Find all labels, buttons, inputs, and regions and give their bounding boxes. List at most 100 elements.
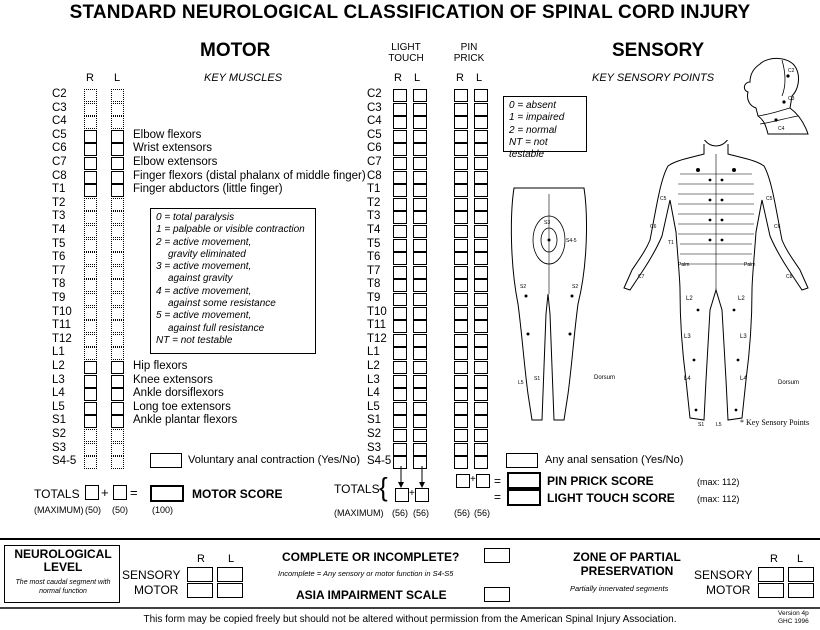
pp-l-box[interactable] — [474, 293, 488, 306]
motor-l-box[interactable] — [111, 170, 124, 184]
pp-l-box[interactable] — [474, 401, 488, 415]
lt-l-box[interactable] — [413, 225, 427, 238]
pp-r-box[interactable] — [454, 442, 468, 456]
zpp-motor-r-box[interactable] — [758, 583, 784, 598]
lt-l-box[interactable] — [413, 320, 427, 334]
lt-l-box[interactable] — [413, 279, 427, 293]
motor-r-box[interactable] — [84, 170, 97, 184]
lt-r-box[interactable] — [393, 252, 407, 266]
pp-r-box[interactable] — [454, 415, 468, 429]
lt-l-box[interactable] — [413, 238, 427, 252]
lt-total-l-box[interactable] — [415, 488, 429, 502]
motor-l-box[interactable] — [111, 401, 124, 415]
lt-l-box[interactable] — [413, 442, 427, 456]
lt-r-box[interactable] — [393, 225, 407, 238]
lt-r-box[interactable] — [393, 361, 407, 374]
zpp-sensory-l-box[interactable] — [788, 567, 814, 582]
pp-r-box[interactable] — [454, 293, 468, 306]
neuro-motor-r-box[interactable] — [187, 583, 213, 598]
pp-l-box[interactable] — [474, 333, 488, 347]
pp-l-box[interactable] — [474, 361, 488, 374]
pp-r-box[interactable] — [454, 347, 468, 361]
lt-r-box[interactable] — [393, 401, 407, 415]
pp-r-box[interactable] — [454, 374, 468, 388]
lt-r-box[interactable] — [393, 197, 407, 211]
lt-l-box[interactable] — [413, 306, 427, 320]
pp-total-l-box[interactable] — [476, 474, 490, 488]
lt-l-box[interactable] — [413, 157, 427, 170]
zpp-sensory-r-box[interactable] — [758, 567, 784, 582]
pp-r-box[interactable] — [454, 265, 468, 279]
pp-l-box[interactable] — [474, 347, 488, 361]
motor-total-l-box[interactable] — [113, 485, 127, 500]
pp-l-box[interactable] — [474, 279, 488, 293]
lt-l-box[interactable] — [413, 265, 427, 279]
lt-r-box[interactable] — [393, 211, 407, 225]
pp-l-box[interactable] — [474, 157, 488, 170]
pp-total-r-box[interactable] — [456, 474, 470, 488]
pp-l-box[interactable] — [474, 265, 488, 279]
lt-l-box[interactable] — [413, 388, 427, 402]
lt-total-r-box[interactable] — [395, 488, 409, 502]
pp-l-box[interactable] — [474, 143, 488, 157]
motor-score-box[interactable] — [150, 485, 184, 502]
lt-r-box[interactable] — [393, 102, 407, 116]
pp-l-box[interactable] — [474, 442, 488, 456]
motor-r-box[interactable] — [84, 388, 97, 402]
pp-r-box[interactable] — [454, 306, 468, 320]
pp-r-box[interactable] — [454, 143, 468, 157]
lt-r-box[interactable] — [393, 170, 407, 184]
pp-l-box[interactable] — [474, 170, 488, 184]
motor-total-r-box[interactable] — [85, 485, 99, 500]
pp-l-box[interactable] — [474, 89, 488, 102]
lt-r-box[interactable] — [393, 143, 407, 157]
motor-r-box[interactable] — [84, 401, 97, 415]
pp-r-box[interactable] — [454, 401, 468, 415]
lt-l-box[interactable] — [413, 89, 427, 102]
lt-r-box[interactable] — [393, 347, 407, 361]
motor-r-box[interactable] — [84, 129, 97, 143]
pp-r-box[interactable] — [454, 102, 468, 116]
lt-l-box[interactable] — [413, 143, 427, 157]
lt-r-box[interactable] — [393, 429, 407, 442]
lt-l-box[interactable] — [413, 456, 427, 470]
pp-r-box[interactable] — [454, 456, 468, 470]
pp-r-box[interactable] — [454, 429, 468, 442]
anal-contraction-box[interactable] — [150, 453, 182, 468]
pp-r-box[interactable] — [454, 116, 468, 130]
lt-l-box[interactable] — [413, 293, 427, 306]
lt-l-box[interactable] — [413, 429, 427, 442]
pp-l-box[interactable] — [474, 211, 488, 225]
pp-r-box[interactable] — [454, 279, 468, 293]
lt-l-box[interactable] — [413, 361, 427, 374]
lt-r-box[interactable] — [393, 388, 407, 402]
motor-r-box[interactable] — [84, 361, 97, 374]
pp-r-box[interactable] — [454, 252, 468, 266]
pp-r-box[interactable] — [454, 388, 468, 402]
lt-r-box[interactable] — [393, 456, 407, 470]
lt-l-box[interactable] — [413, 374, 427, 388]
pp-r-box[interactable] — [454, 89, 468, 102]
motor-l-box[interactable] — [111, 415, 124, 429]
pp-r-box[interactable] — [454, 211, 468, 225]
pp-l-box[interactable] — [474, 456, 488, 470]
pp-l-box[interactable] — [474, 306, 488, 320]
lt-r-box[interactable] — [393, 89, 407, 102]
lt-r-box[interactable] — [393, 415, 407, 429]
pp-l-box[interactable] — [474, 415, 488, 429]
pp-l-box[interactable] — [474, 388, 488, 402]
pp-r-box[interactable] — [454, 361, 468, 374]
pp-l-box[interactable] — [474, 129, 488, 143]
pp-l-box[interactable] — [474, 238, 488, 252]
lt-r-box[interactable] — [393, 293, 407, 306]
lt-r-box[interactable] — [393, 333, 407, 347]
lt-l-box[interactable] — [413, 347, 427, 361]
motor-l-box[interactable] — [111, 388, 124, 402]
motor-r-box[interactable] — [84, 374, 97, 388]
pp-r-box[interactable] — [454, 238, 468, 252]
lt-l-box[interactable] — [413, 170, 427, 184]
lt-l-box[interactable] — [413, 211, 427, 225]
lt-l-box[interactable] — [413, 401, 427, 415]
asia-scale-box[interactable] — [484, 587, 510, 602]
pp-r-box[interactable] — [454, 197, 468, 211]
